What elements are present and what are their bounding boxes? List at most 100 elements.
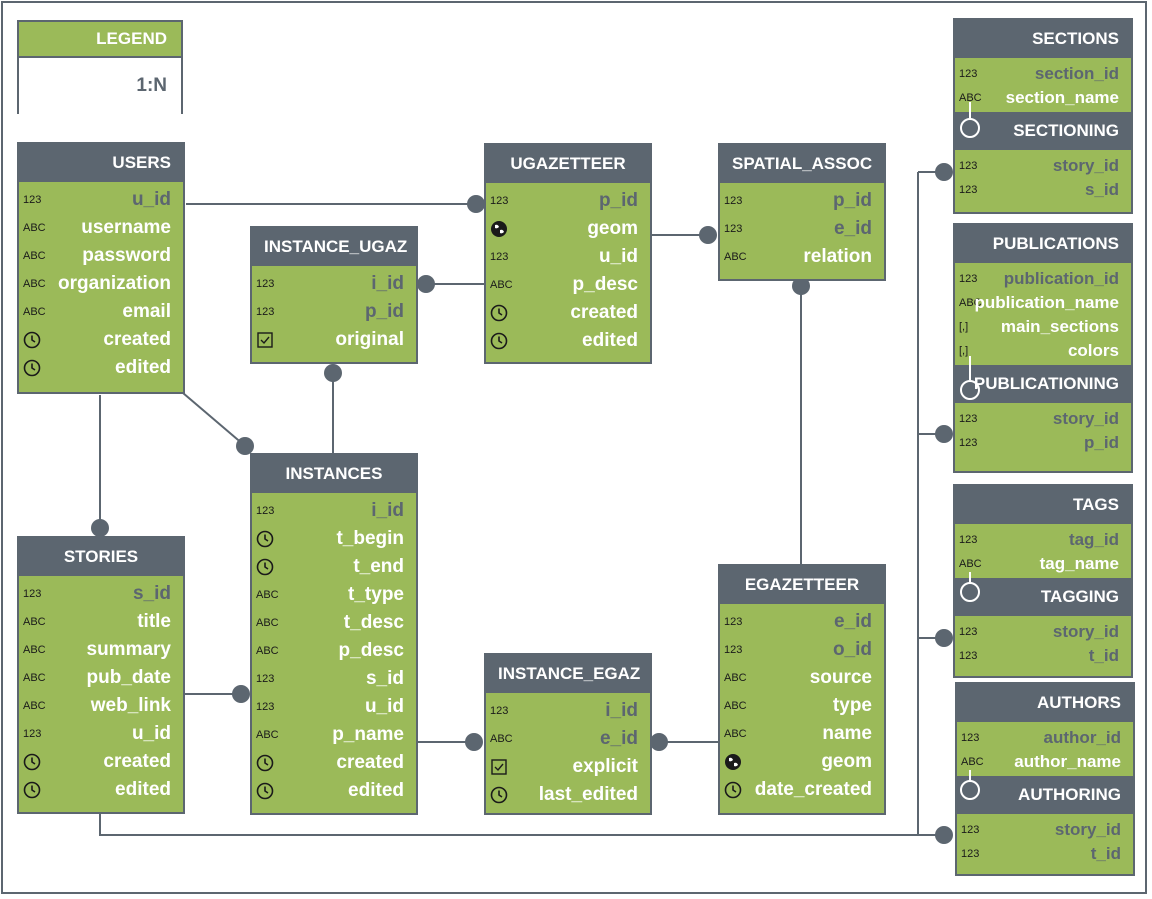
field-type: ABC [724, 672, 747, 684]
field-type: ABC [256, 645, 279, 657]
field-row: created [19, 326, 183, 354]
field-type: [,] [959, 321, 969, 333]
field-name: created [103, 329, 171, 350]
clock-icon [23, 331, 41, 349]
field-name: i_id [605, 700, 638, 721]
clock-type-icon [256, 525, 286, 553]
field-name: i_id [371, 500, 404, 521]
field-type: 123 [256, 306, 275, 318]
field-name: story_id [1052, 622, 1119, 641]
field-name: p_name [332, 724, 404, 745]
field-type: ABC [23, 616, 46, 628]
field-name: edited [115, 779, 171, 800]
field-type: 123 [724, 644, 743, 656]
field-name: author_name [1014, 752, 1121, 771]
field-type: 123 [959, 160, 978, 172]
globe-icon [725, 754, 741, 770]
field-name: p_id [364, 301, 404, 322]
field-name: title [137, 611, 171, 632]
field-type: 123 [490, 195, 509, 207]
check-type-icon [256, 326, 286, 354]
field-name: email [122, 301, 171, 322]
field-name: p_id [1084, 433, 1119, 452]
field-name: p_desc [572, 274, 638, 295]
field-type: ABC [961, 756, 984, 768]
field-name: last_edited [538, 784, 638, 805]
clock-type-icon [490, 299, 520, 327]
field-type: 123 [23, 194, 42, 206]
clock-icon [256, 782, 274, 800]
field-name: author_id [1043, 728, 1121, 747]
field-name: type [832, 695, 872, 716]
field-type: ABC [23, 222, 46, 234]
field-row: ABC title [19, 608, 183, 636]
field-type: 123 [959, 413, 978, 425]
globe-type-icon [490, 215, 520, 243]
field-name: t_type [348, 584, 404, 605]
table-title: INSTANCE_UGAZ [252, 228, 416, 266]
field-type: 123 [961, 848, 980, 860]
field-name: e_id [833, 611, 872, 632]
field-name: u_id [364, 696, 404, 717]
table-title: TAGGING [955, 578, 1131, 616]
field-name: main_sections [1000, 317, 1119, 336]
field-name: summary [86, 639, 172, 660]
field-type: 123 [490, 251, 509, 263]
clock-type-icon [490, 781, 520, 809]
field-name: organization [58, 273, 171, 294]
field-name: original [335, 329, 404, 350]
field-type: 123 [959, 650, 978, 662]
field-type: ABC [23, 644, 46, 656]
field-row: t_begin [252, 525, 416, 553]
field-type: ABC [490, 279, 513, 291]
field-type: ABC [724, 728, 747, 740]
table-title: EGAZETTEER [720, 566, 884, 604]
clock-icon [256, 754, 274, 772]
clock-icon [23, 753, 41, 771]
field-type: [,] [959, 345, 969, 357]
field-row: ABC email [19, 298, 183, 326]
rel-stories-bus [99, 814, 944, 836]
field-type: ABC [959, 297, 982, 309]
field-type: ABC [256, 589, 279, 601]
field-name: explicit [572, 756, 638, 777]
clock-type-icon [256, 749, 286, 777]
field-row: created [19, 748, 183, 776]
field-name: story_id [1054, 820, 1121, 839]
field-name: tag_name [1039, 554, 1119, 573]
field-row: ABC summary [19, 636, 183, 664]
field-name: o_id [832, 639, 872, 660]
field-name: story_id [1052, 156, 1119, 175]
field-type: 123 [256, 701, 275, 713]
field-type: 123 [961, 732, 980, 744]
table-title: AUTHORING [957, 776, 1133, 814]
field-name: t_desc [343, 612, 404, 633]
field-type: ABC [23, 306, 46, 318]
field-row: 123 o_id [720, 636, 884, 664]
field-row: 123 u_id [252, 693, 416, 721]
field-row: original [252, 326, 416, 354]
field-name: date_created [754, 779, 872, 800]
field-row: ABC author_name [957, 750, 1133, 774]
checkbox-icon [257, 332, 273, 348]
field-name: section_name [1005, 88, 1119, 107]
table-title: STORIES [19, 538, 183, 576]
